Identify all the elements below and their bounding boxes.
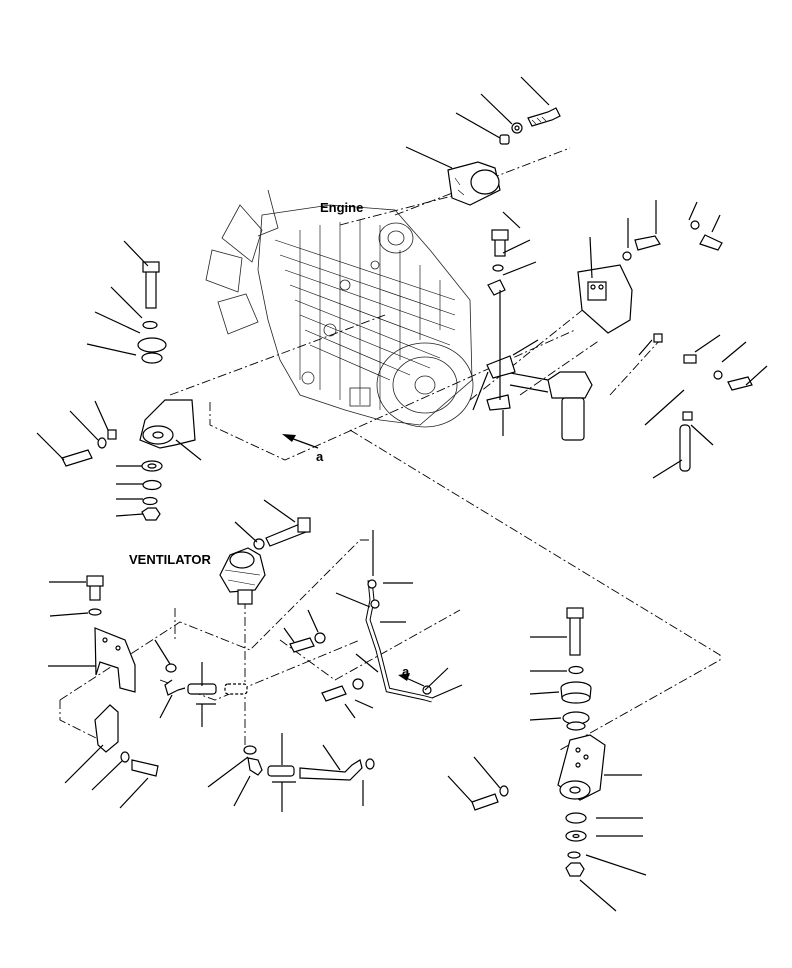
clamp-icon (365, 758, 375, 770)
clamp-icon (683, 354, 697, 364)
clamp-icon (422, 685, 432, 695)
bolt-icon (471, 793, 499, 811)
ventilator-bolt-group (253, 517, 311, 550)
upper-right-group (486, 220, 753, 472)
engine-assembly-icon (205, 189, 474, 428)
washer-icon (690, 220, 700, 230)
tube-icon (224, 683, 248, 695)
bolt-icon (727, 376, 753, 391)
nut-icon (499, 134, 510, 145)
bolt-icon (491, 229, 509, 257)
nut-icon (682, 411, 693, 421)
washer-icon (567, 851, 581, 859)
bolt-icon (131, 759, 159, 777)
bolt-icon (289, 637, 315, 653)
view-marker-1-label: a (316, 449, 324, 464)
tube-icon (365, 579, 433, 703)
bolt-icon (142, 261, 160, 309)
clamp-icon (243, 745, 257, 755)
lower-right-mount-stack (471, 607, 606, 877)
bracket-icon (94, 704, 119, 753)
washer-icon (97, 437, 107, 449)
washer-icon (142, 479, 162, 491)
washer-icon (568, 665, 584, 675)
bolt-icon (527, 107, 561, 127)
tube-icon (679, 424, 691, 472)
view-arrow-2-icon (398, 673, 425, 687)
washer-icon (120, 751, 130, 763)
washer-icon (713, 370, 723, 380)
ventilator-assembly-icon (219, 547, 266, 605)
view-marker-2-label: a (402, 664, 410, 679)
ventilator-label: VENTILATOR (129, 552, 211, 567)
view-arrow-1-icon (282, 434, 319, 449)
rubber-mount-icon (447, 161, 501, 206)
washer-icon (88, 608, 102, 616)
washer-icon (141, 460, 163, 472)
clamp-icon (370, 599, 380, 609)
bolt-icon (634, 235, 661, 251)
rubber-mount-icon (560, 681, 592, 704)
washer-icon (499, 785, 509, 797)
bolt-icon (265, 517, 311, 547)
bolt-icon (61, 449, 93, 467)
bolt-icon (321, 685, 347, 702)
alignment-lines (59, 147, 721, 751)
tube-icon (267, 765, 295, 777)
washer-icon (511, 122, 523, 134)
washer-icon (565, 812, 587, 824)
clamp-icon (486, 355, 516, 379)
clamp-icon (367, 579, 377, 589)
top-bolt-group (447, 107, 561, 206)
washer-icon (142, 320, 158, 330)
clamp-icon (165, 663, 177, 673)
hose-group (164, 663, 375, 781)
bracket-icon (139, 399, 196, 449)
washer-icon (565, 830, 587, 842)
bolt-icon (86, 575, 104, 601)
hose-icon (164, 679, 186, 696)
filter-assembly-icon (504, 371, 593, 441)
left-mount-stack (61, 261, 196, 521)
breather-group (289, 579, 433, 703)
lower-left-group (86, 575, 159, 777)
rubber-mount-icon (562, 711, 590, 731)
nut-icon (141, 507, 161, 521)
bracket-icon (94, 627, 136, 693)
nut-icon (565, 862, 585, 877)
bolt-icon (566, 607, 584, 656)
washer-icon (352, 678, 364, 690)
rubber-mount-icon (137, 337, 167, 364)
washer-icon (622, 251, 632, 261)
nut-icon (653, 333, 663, 343)
clamp-icon (486, 394, 511, 411)
clamp-icon (487, 279, 506, 296)
bracket-icon (557, 734, 606, 801)
washer-icon (142, 496, 158, 506)
hose-icon (299, 759, 363, 781)
nut-icon (107, 429, 117, 440)
tube-icon (680, 260, 690, 410)
hose-icon (247, 757, 263, 776)
bracket-icon (577, 264, 633, 334)
washer-icon (314, 632, 326, 644)
engine-label: Engine (320, 200, 363, 215)
bolt-icon (699, 234, 723, 251)
washer-icon (492, 264, 504, 272)
